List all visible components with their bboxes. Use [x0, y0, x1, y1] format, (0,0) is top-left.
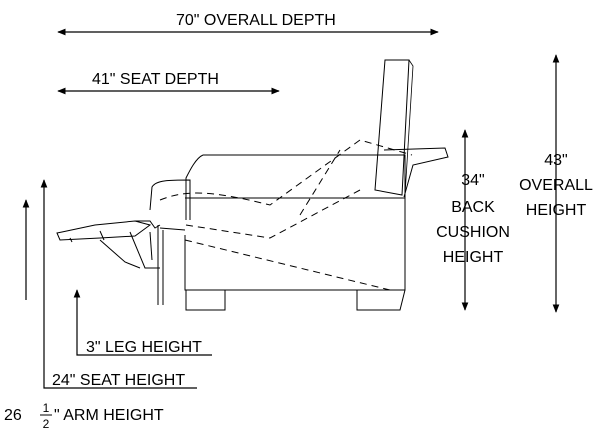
- back-top-shading: [404, 59, 414, 196]
- linkage-1: [129, 231, 160, 269]
- seat-depth-label: 41" SEAT DEPTH: [92, 71, 219, 88]
- arm-front: [185, 154, 204, 220]
- back-cushion: [374, 59, 410, 196]
- back-cushion-value: 34": [461, 172, 484, 189]
- overall-depth-label: 70" OVERALL DEPTH: [176, 12, 336, 29]
- leg-height-label: 3" LEG HEIGHT: [86, 339, 202, 356]
- arm-height-label: 26 1 2 " ARM HEIGHT: [4, 401, 164, 430]
- leg-height-leader: [76, 318, 212, 356]
- arm-height-numerator: 1: [43, 401, 50, 415]
- recliner-outline: [56, 59, 449, 311]
- front-leg: [185, 290, 226, 311]
- seat-height-label: 24" SEAT HEIGHT: [52, 372, 185, 389]
- dimension-lines: [22, 28, 560, 389]
- linkage-6: [99, 239, 141, 269]
- reclined-back-pad: [383, 147, 449, 198]
- back-cushion-line2: CUSHION: [436, 224, 510, 241]
- arm-block: [184, 154, 406, 291]
- leg-rest-mid: [69, 230, 105, 243]
- rear-leg: [356, 289, 406, 311]
- reclined-position-outline: [159, 139, 413, 291]
- seat-height-leader: [43, 312, 197, 389]
- linkage-5: [159, 227, 186, 231]
- back-cushion-line1: BACK: [451, 199, 495, 216]
- footrest-panel: [149, 179, 191, 220]
- arm-height-denominator: 2: [43, 417, 50, 430]
- overall-height-line1: OVERALL: [519, 177, 593, 194]
- arm-height-whole: 26: [4, 407, 22, 424]
- arm-height-rest: " ARM HEIGHT: [54, 407, 164, 424]
- leg-rest: [56, 220, 152, 241]
- linkage-2: [149, 231, 153, 261]
- overall-height-value: 43": [544, 152, 567, 169]
- back-cushion-line3: HEIGHT: [443, 249, 504, 266]
- overall-height-line2: HEIGHT: [526, 202, 587, 219]
